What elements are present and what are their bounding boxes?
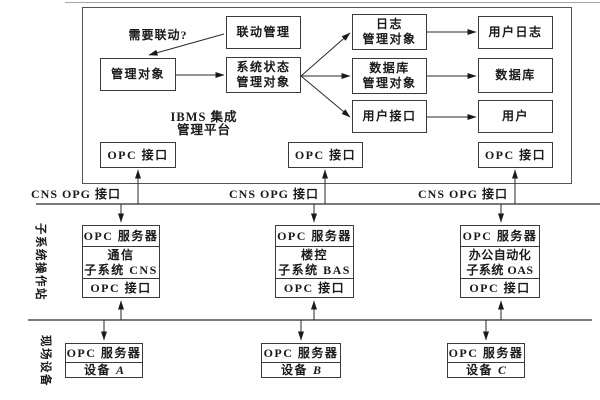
device-b-label: 设备 xyxy=(280,362,308,377)
field-devices-label: 现场设备 xyxy=(39,335,51,387)
subsystem-oas-opc-server: OPC 服务器 xyxy=(462,228,538,243)
device-c-opc-server: OPC 服务器 xyxy=(448,345,524,360)
platform-opc-interface-box-1: OPC 接口 xyxy=(100,142,176,168)
linkage-mgmt-box: 联动管理 xyxy=(226,16,301,49)
subsystem-oas-box: OPC 服务器 办公自动化 子系统 OAS OPC 接口 xyxy=(460,225,540,298)
platform-opc-interface-box-3: OPC 接口 xyxy=(478,142,553,168)
database-box: 数据库 xyxy=(478,58,553,93)
user-log-box: 用户日志 xyxy=(478,16,553,49)
subsystem-cns-box: OPC 服务器 通信 子系统 CNS OPC 接口 xyxy=(82,225,160,298)
subsystem-bas-opc-interface: OPC 接口 xyxy=(276,278,353,297)
log-mgr-box: 日志 管理对象 xyxy=(352,14,427,50)
device-c-box: OPC 服务器 设备 C xyxy=(447,343,525,378)
platform-title: IBMS 集成 管理平台 xyxy=(170,110,238,137)
linkage-question-label: 需要联动? xyxy=(128,28,188,42)
device-a-name: 设备 A xyxy=(66,361,142,377)
platform-opc-interface-box-2: OPC 接口 xyxy=(288,142,363,168)
subsystem-cns-opc-interface: OPC 接口 xyxy=(83,278,159,297)
device-a-id: A xyxy=(116,362,125,377)
subsystem-oas-opc-interface: OPC 接口 xyxy=(461,278,539,297)
db-mgr-box: 数据库 管理对象 xyxy=(352,58,427,94)
bus-label-3: CNS OPG 接口 xyxy=(417,187,508,201)
subsystem-bas-opc-server: OPC 服务器 xyxy=(277,228,352,243)
user-interface-box: 用户接口 xyxy=(352,100,427,133)
bus-label-1: CNS OPG 接口 xyxy=(30,187,121,201)
device-c-id: C xyxy=(498,362,507,377)
device-c-name: 设备 C xyxy=(448,361,524,377)
subsystem-cns-name: 通信 子系统 CNS xyxy=(83,246,159,278)
user-box: 用户 xyxy=(478,100,553,133)
subsystem-oas-name: 办公自动化 子系统 OAS xyxy=(461,246,539,278)
subsystem-bas-name: 楼控 子系统 BAS xyxy=(276,246,353,278)
system-status-mgr-box: 系统状态 管理对象 xyxy=(226,57,301,93)
subsystem-cns-opc-server: OPC 服务器 xyxy=(83,228,159,243)
device-b-opc-server: OPC 服务器 xyxy=(263,345,339,360)
device-a-opc-server: OPC 服务器 xyxy=(66,345,142,360)
page-top-rule xyxy=(65,2,600,3)
subsystem-station-label: 子系统操作站 xyxy=(34,223,46,301)
managed-object-box: 管理对象 xyxy=(100,58,176,91)
device-b-name: 设备 B xyxy=(262,361,340,377)
device-b-id: B xyxy=(313,362,322,377)
device-c-label: 设备 xyxy=(465,362,493,377)
bus-label-2: CNS OPG 接口 xyxy=(228,187,319,201)
device-a-label: 设备 xyxy=(83,362,111,377)
device-a-box: OPC 服务器 设备 A xyxy=(65,343,143,378)
device-b-box: OPC 服务器 设备 B xyxy=(261,343,341,378)
subsystem-bas-box: OPC 服务器 楼控 子系统 BAS OPC 接口 xyxy=(275,225,354,298)
